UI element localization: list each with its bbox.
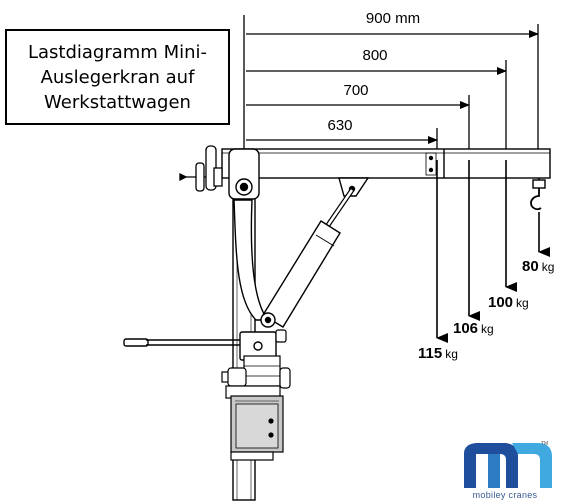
hydraulic-cylinder (260, 177, 370, 328)
pump-block (221, 329, 291, 399)
title-box: Lastdiagramm Mini- Auslegerkran auf Werk… (5, 29, 230, 125)
load-value: 106 (453, 320, 479, 337)
hook (530, 188, 542, 211)
boom (221, 148, 551, 189)
mobiley-logo-icon (464, 443, 552, 488)
load-unit: kg (516, 296, 529, 310)
dimension-label-900: 900 mm (365, 10, 421, 27)
load-unit: kg (481, 322, 494, 336)
title-line-2: Auslegerkran auf (40, 66, 195, 88)
title-line-3: Werkstattwagen (44, 91, 191, 113)
dimension-lines (246, 24, 539, 160)
title-line-1: Lastdiagramm Mini- (27, 41, 208, 63)
load-value: 80 (522, 258, 539, 275)
pump-lever (123, 331, 277, 361)
dimension-label-700: 700 (343, 82, 369, 99)
reservoir-box (230, 395, 284, 461)
pivot-head (228, 148, 260, 200)
load-value: 100 (488, 294, 514, 311)
handwheel (179, 145, 223, 192)
load-unit: kg (541, 260, 555, 274)
load-value: 115 (418, 345, 443, 362)
dimension-label-630: 630 (327, 117, 353, 134)
logo-text: mobiley cranes (472, 490, 538, 500)
load-unit: kg (445, 347, 458, 361)
dimension-label-800: 800 (362, 47, 388, 64)
logo-trademark: TM (541, 441, 549, 447)
load-arrows (436, 160, 550, 343)
